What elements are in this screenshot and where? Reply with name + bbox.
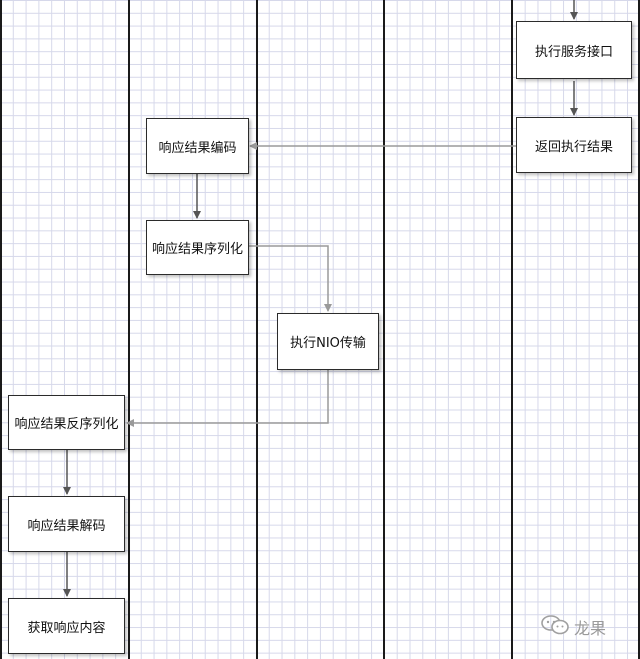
arrow-nio-to-deserialize [126, 370, 329, 427]
node-resp-deserialize[interactable]: 响应结果反序列化 [8, 395, 125, 450]
node-label: 响应结果解码 [27, 518, 106, 534]
node-label: 响应结果编码 [158, 140, 237, 156]
lane-divider [128, 0, 130, 659]
node-return-result[interactable]: 返回执行结果 [516, 117, 632, 173]
node-label: 获取响应内容 [27, 620, 106, 636]
lane-divider [256, 0, 258, 659]
node-resp-serialize[interactable]: 响应结果序列化 [146, 220, 249, 275]
lane-divider [383, 0, 385, 659]
wechat-icon [540, 614, 570, 640]
node-get-content[interactable]: 获取响应内容 [8, 598, 125, 654]
node-nio-transfer[interactable]: 执行NIO传输 [277, 313, 379, 370]
node-exec-service[interactable]: 执行服务接口 [516, 21, 632, 79]
watermark-text: 龙果 [574, 619, 607, 638]
watermark: 龙果 [540, 614, 606, 640]
node-label: 返回执行结果 [534, 139, 613, 155]
lane-divider [0, 0, 2, 659]
lane-divider [638, 0, 640, 659]
node-label: 执行NIO传输 [290, 336, 366, 351]
arrow-serialize-to-nio [249, 245, 332, 312]
node-label: 响应结果反序列化 [14, 417, 119, 432]
lane-divider [511, 0, 513, 659]
node-resp-decode[interactable]: 响应结果解码 [8, 496, 125, 552]
node-resp-encode[interactable]: 响应结果编码 [146, 118, 249, 174]
node-label: 执行服务接口 [534, 44, 613, 60]
node-label: 响应结果序列化 [151, 242, 243, 257]
